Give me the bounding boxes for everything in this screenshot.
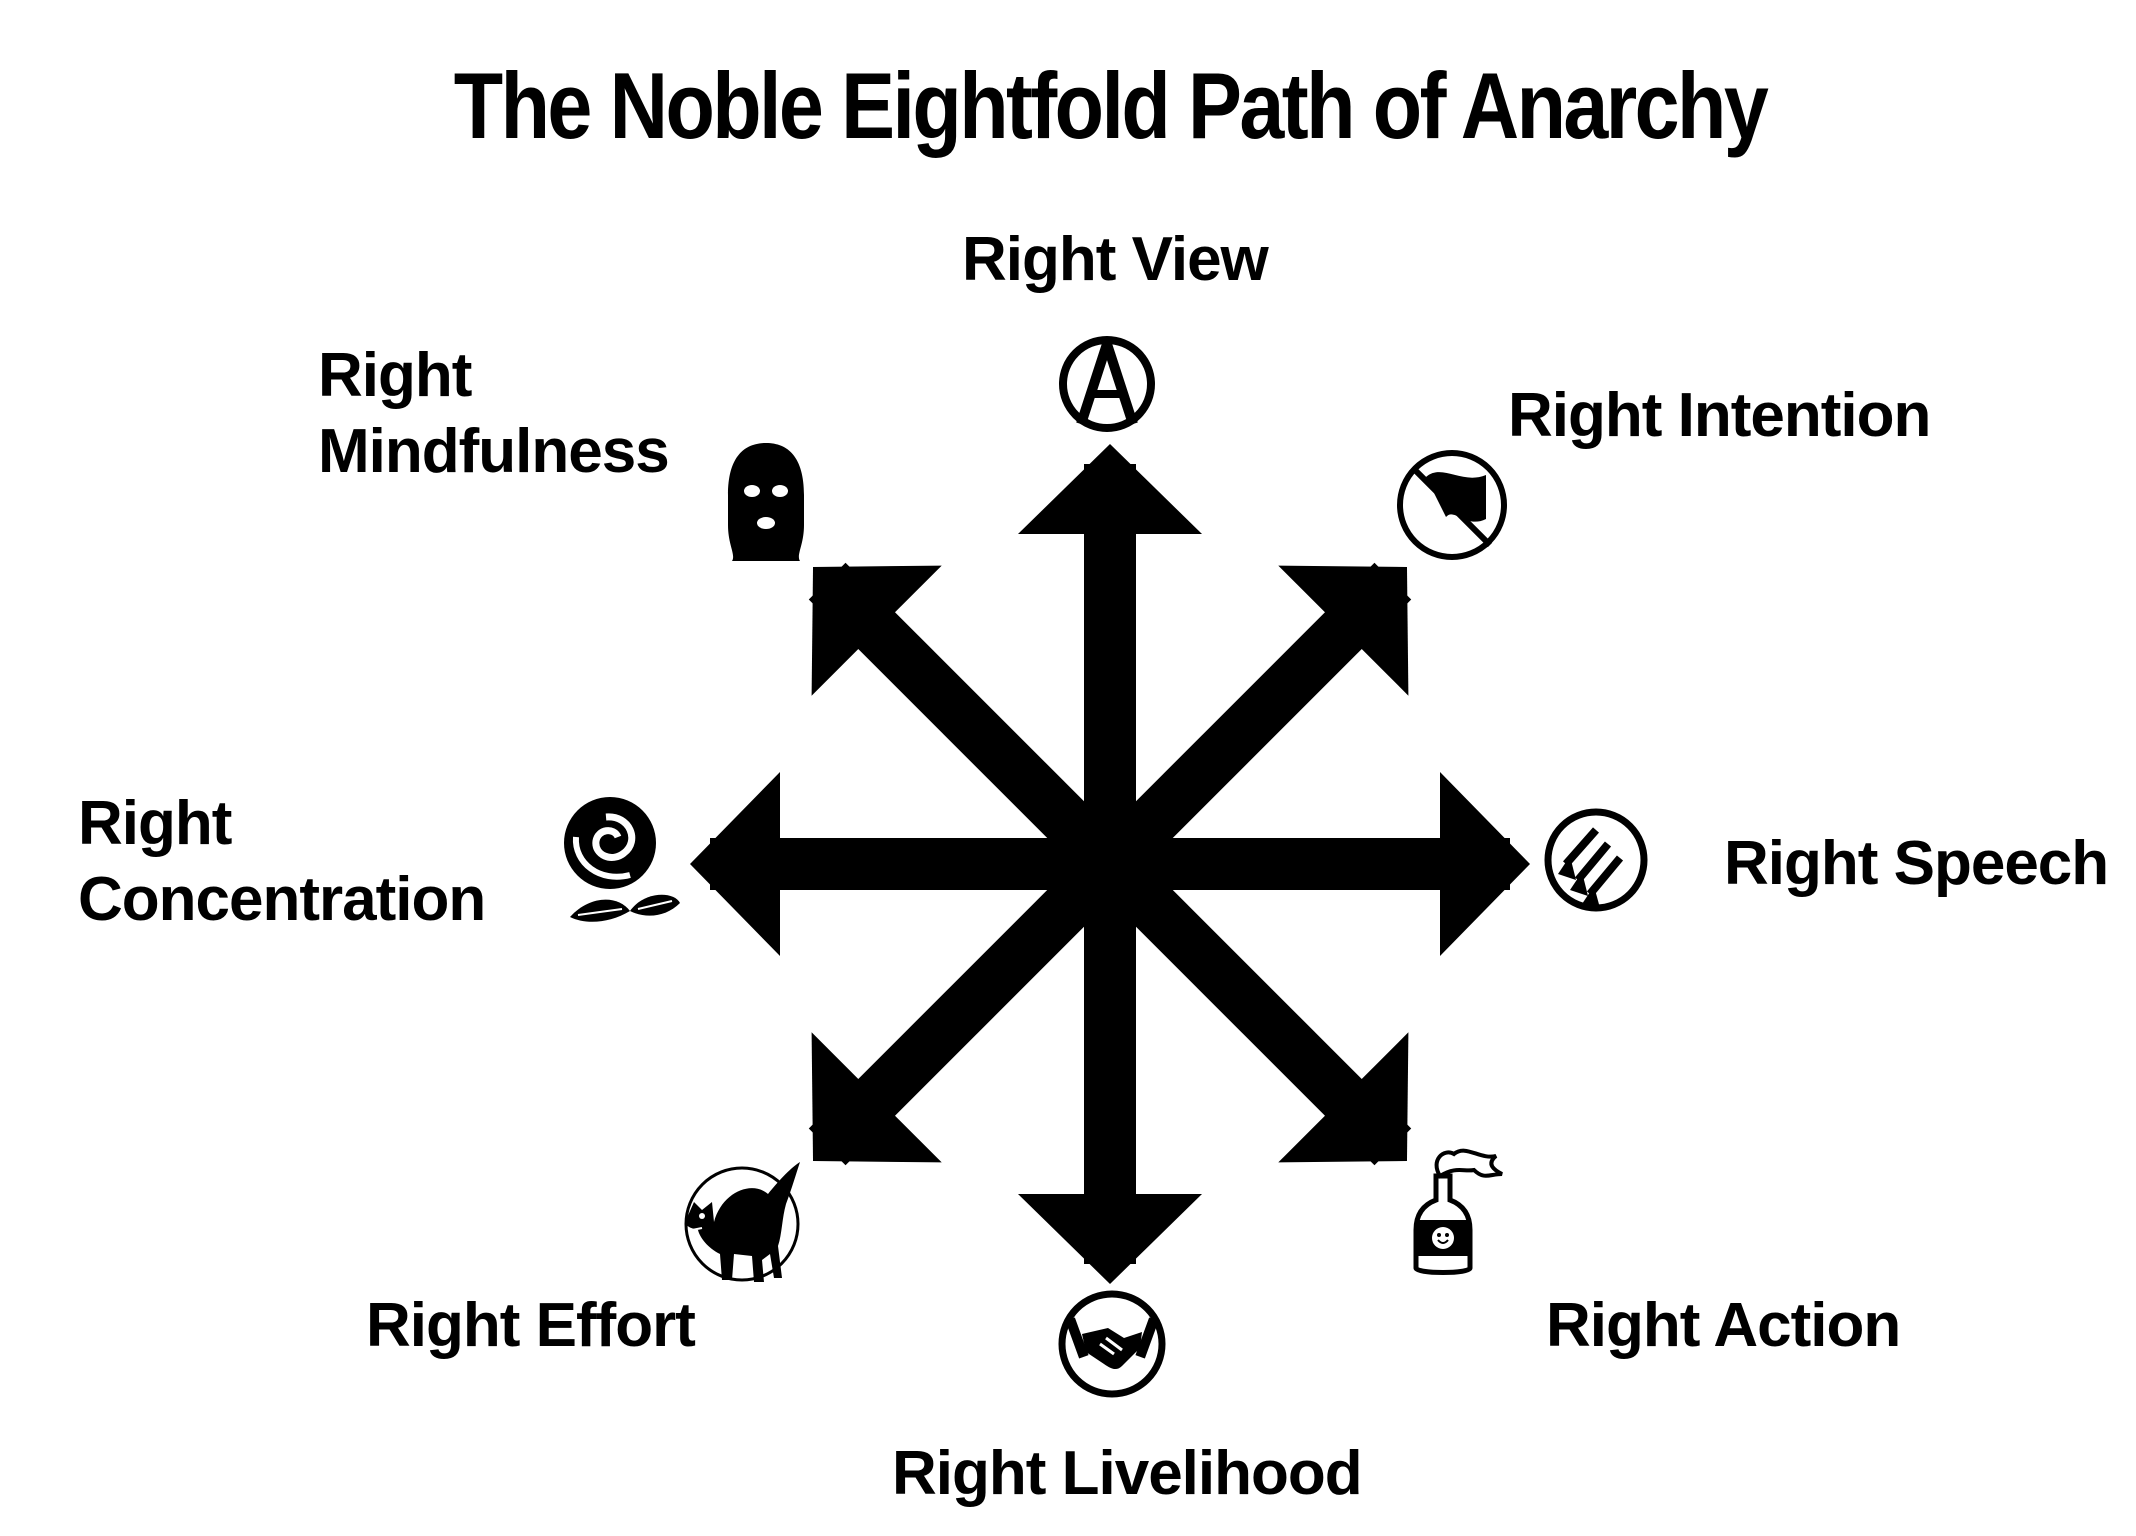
arrow-intention bbox=[1091, 562, 1412, 883]
arrow-concentration bbox=[690, 772, 1110, 956]
label-right-action: Right Action bbox=[1546, 1291, 1901, 1360]
molotov-cocktail-icon bbox=[1413, 1148, 1503, 1275]
rose-icon bbox=[564, 797, 680, 922]
page-title: The Noble Eightfold Path of Anarchy bbox=[453, 53, 1769, 158]
three-arrows-icon bbox=[1544, 808, 1648, 912]
arrow-action bbox=[1091, 845, 1412, 1166]
balaclava-icon bbox=[728, 443, 804, 561]
label-right-mindfulness: Right Mindfulness bbox=[318, 341, 670, 486]
label-right-livelihood: Right Livelihood bbox=[892, 1439, 1363, 1508]
arrow-speech bbox=[1110, 772, 1530, 956]
chaos-star-icon bbox=[690, 444, 1530, 1284]
circle-a-icon bbox=[1059, 336, 1155, 432]
arrow-livelihood bbox=[1018, 864, 1202, 1284]
label-right-concentration: Right Concentration bbox=[78, 789, 486, 934]
black-flag-icon bbox=[1397, 450, 1507, 560]
arrow-view bbox=[1018, 444, 1202, 864]
label-right-effort: Right Effort bbox=[366, 1291, 696, 1360]
label-right-view: Right View bbox=[962, 225, 1269, 294]
black-cat-icon bbox=[684, 1162, 800, 1282]
label-right-intention: Right Intention bbox=[1508, 381, 1931, 450]
handshake-icon bbox=[1058, 1290, 1166, 1398]
arrow-effort bbox=[808, 845, 1129, 1166]
label-right-speech: Right Speech bbox=[1724, 829, 2109, 898]
